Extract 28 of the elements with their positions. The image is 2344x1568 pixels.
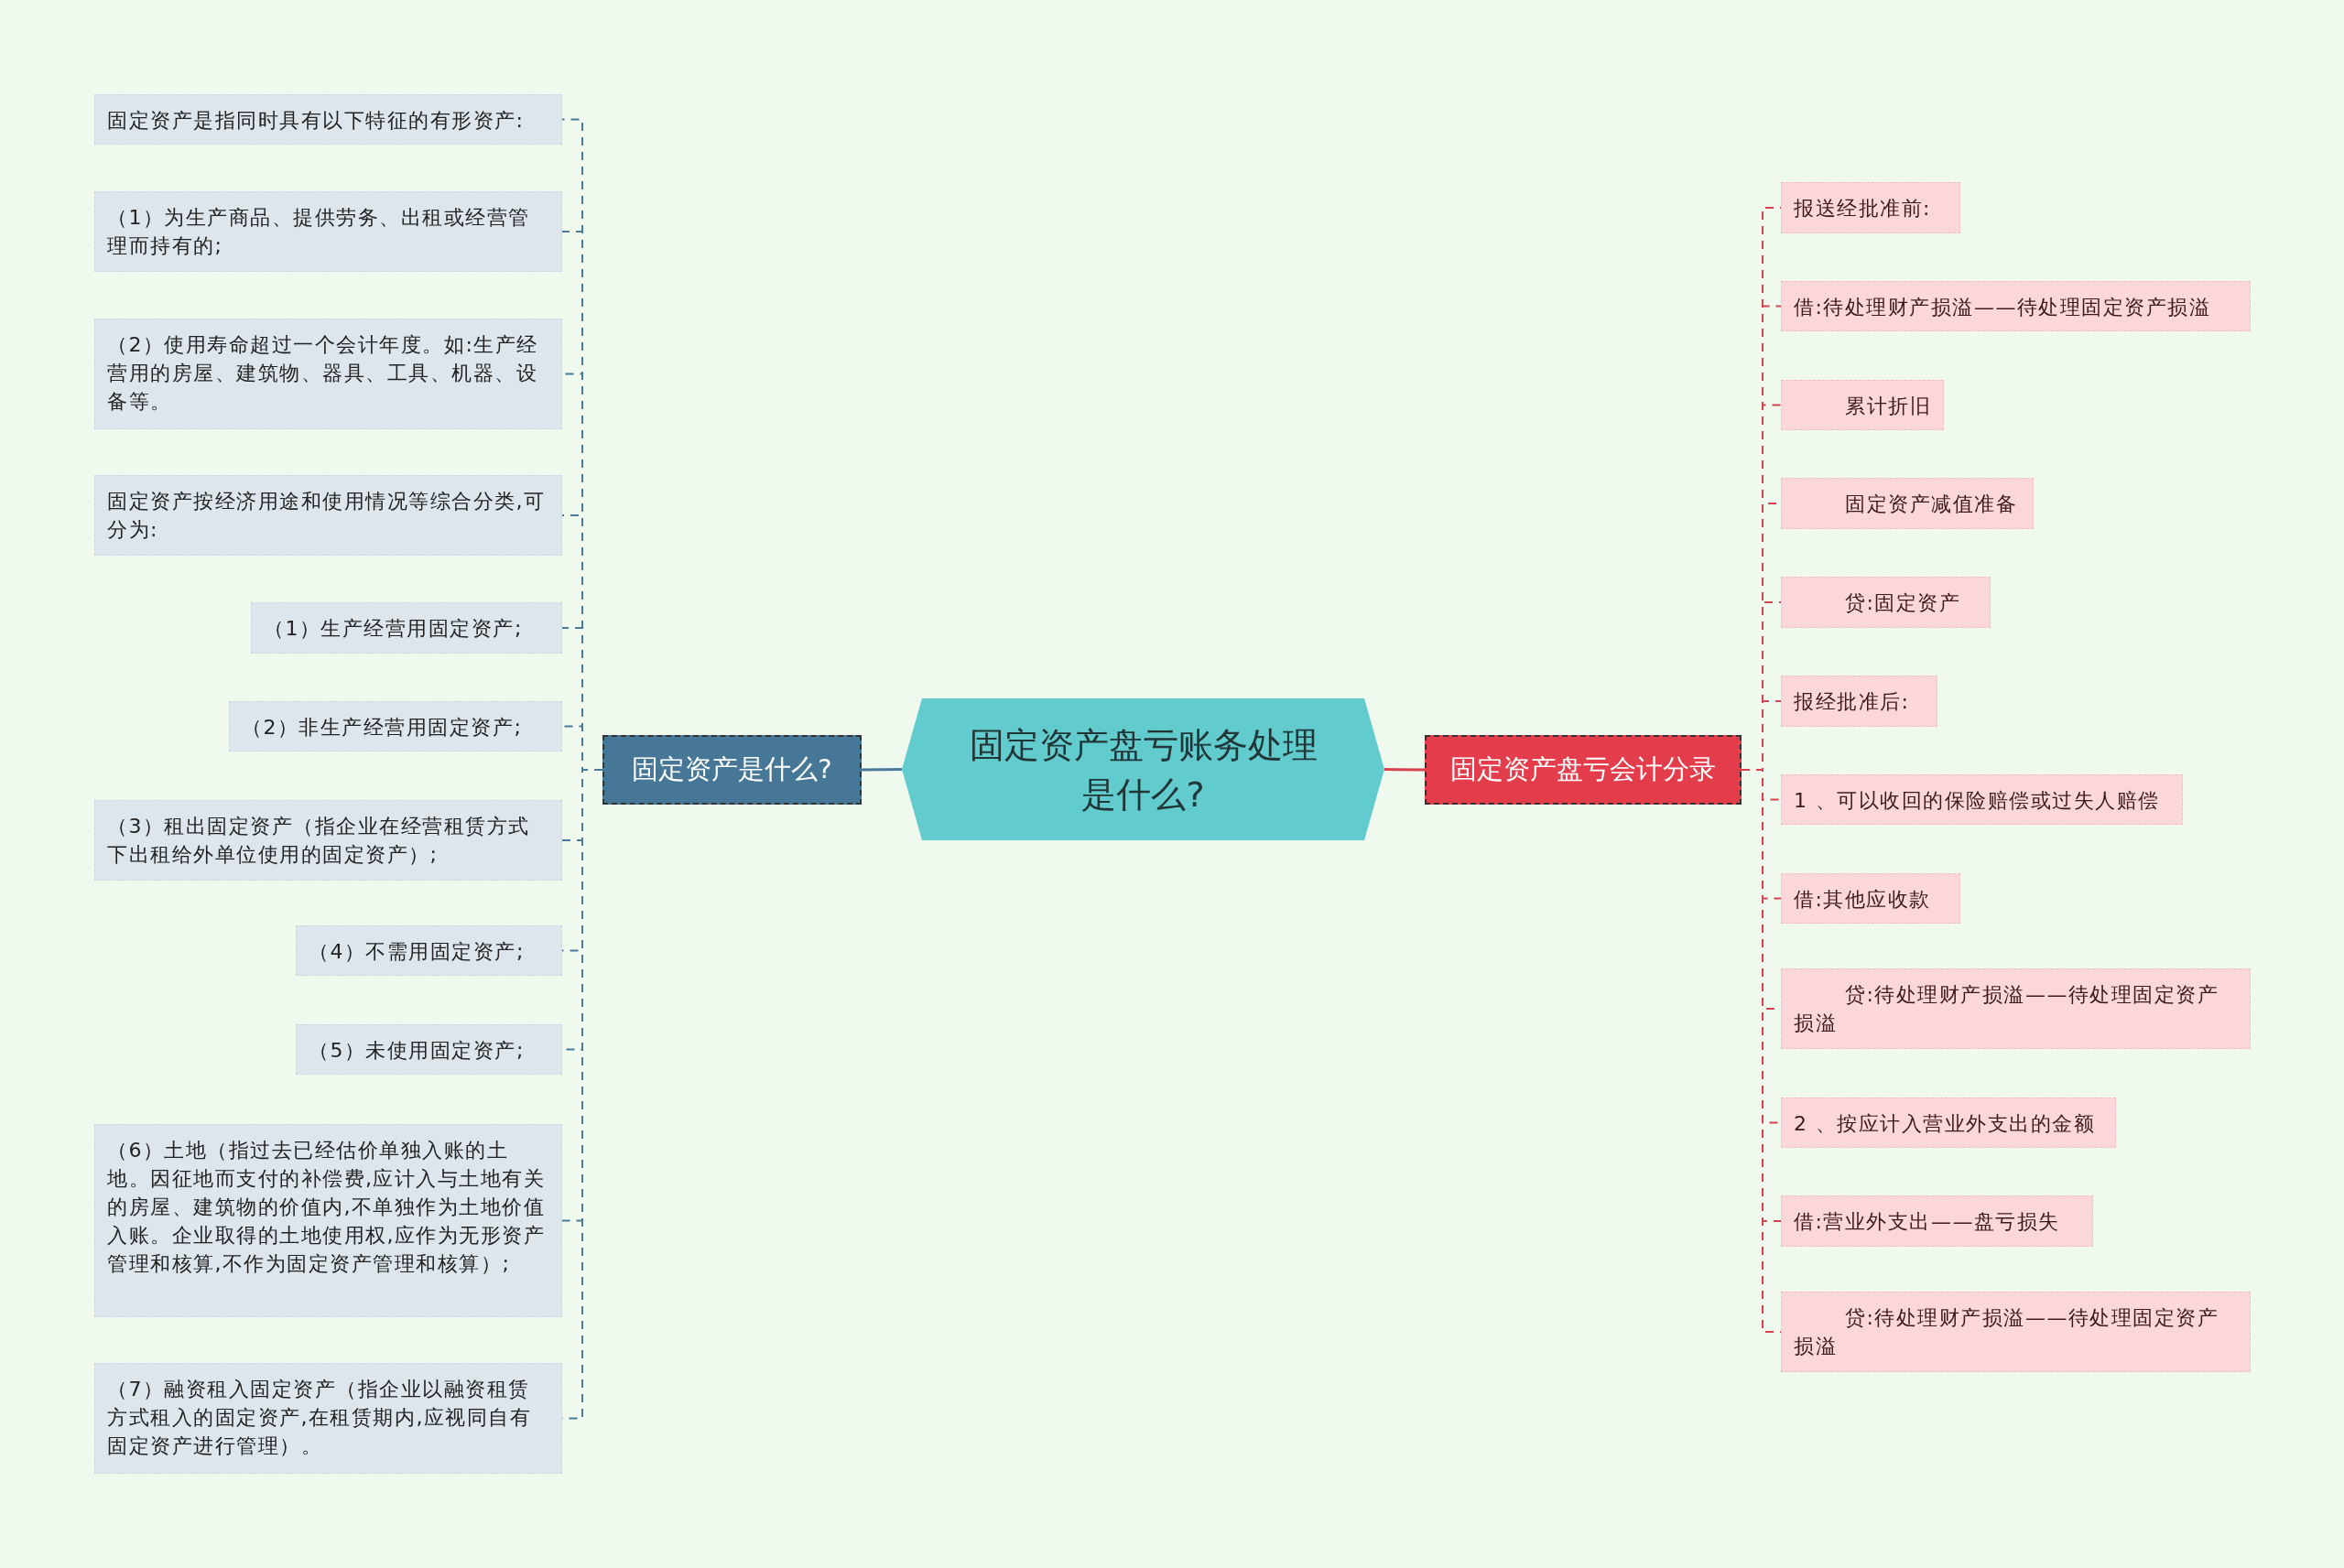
- leaf-box: 报经批准后:: [1781, 676, 1937, 727]
- leaf-box: 借:待处理财产损溢——待处理固定资产损溢: [1781, 281, 2251, 331]
- branch-box: 固定资产是什么?: [602, 735, 862, 805]
- leaf-box: （1）生产经营用固定资产;: [251, 602, 562, 654]
- leaf-box: （7）融资租入固定资产（指企业以融资租赁方式租入的固定资产,在租赁期内,应视同自有固定资产进行管理）。: [94, 1363, 562, 1474]
- leaf-box: （2）非生产经营用固定资产;: [229, 701, 562, 752]
- leaf-box: 贷:待处理财产损溢——待处理固定资产损溢: [1781, 968, 2251, 1049]
- leaf-box: 1 、可以收回的保险赔偿或过失人赔偿: [1781, 774, 2183, 825]
- leaf-box: 报送经批准前:: [1781, 182, 1960, 233]
- leaf-box: 贷:固定资产: [1781, 577, 1991, 628]
- connector-line: [1384, 768, 1425, 772]
- leaf-box: 贷:待处理财产损溢——待处理固定资产损溢: [1781, 1292, 2251, 1372]
- leaf-box: （3）租出固定资产（指企业在经营租赁方式下出租给外单位使用的固定资产）;: [94, 800, 562, 881]
- branch-box: 固定资产盘亏会计分录: [1425, 735, 1742, 805]
- leaf-box: 借:其他应收款: [1781, 873, 1960, 924]
- leaf-box: （6）土地（指过去已经估价单独入账的土地。因征地而支付的补偿费,应计入与土地有关的房屋、建筑物的价值内,不单独作为土地价值入账。企业取得的土地使用权,应作为无形资产管理和核算,不作为固定资产管理和核算）;: [94, 1124, 562, 1317]
- leaf-box: 固定资产减值准备: [1781, 478, 2034, 529]
- leaf-box: 累计折旧: [1781, 380, 1944, 430]
- leaf-box: （5）未使用固定资产;: [296, 1024, 562, 1075]
- leaf-box: （2）使用寿命超过一个会计年度。如:生产经营用的房屋、建筑物、器具、工具、机器、设备等。: [94, 319, 562, 429]
- leaf-box: （4）不需用固定资产;: [296, 925, 562, 976]
- topic-hexagon: 固定资产盘亏账务处理是什么?: [902, 698, 1384, 840]
- leaf-box: 借:营业外支出——盘亏损失: [1781, 1195, 2093, 1247]
- connector-line: [862, 768, 902, 772]
- leaf-box: 固定资产是指同时具有以下特征的有形资产:: [94, 94, 562, 145]
- leaf-box: （1）为生产商品、提供劳务、出租或经营管理而持有的;: [94, 191, 562, 272]
- leaf-box: 固定资产按经济用途和使用情况等综合分类,可分为:: [94, 475, 562, 556]
- leaf-box: 2 、按应计入营业外支出的金额: [1781, 1098, 2116, 1148]
